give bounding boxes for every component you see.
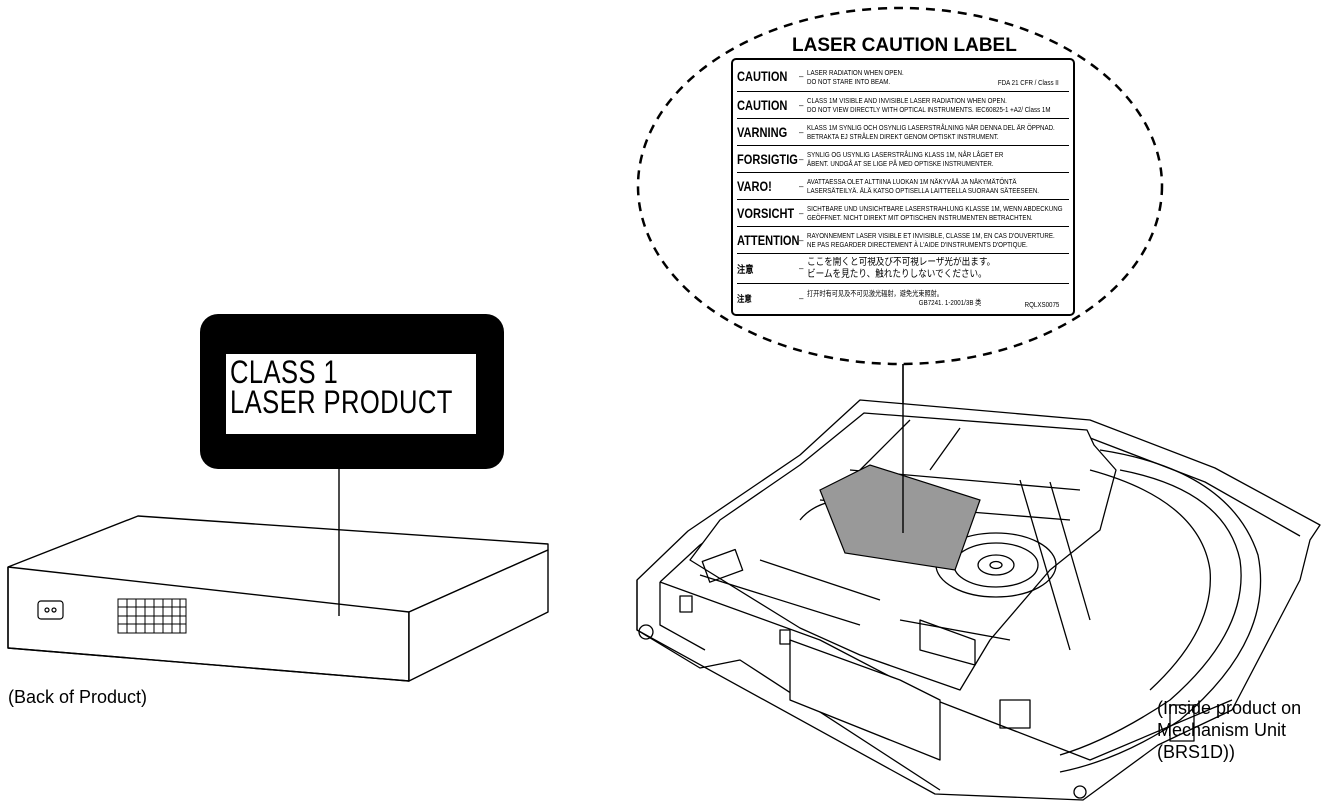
caution-callout-ellipse [636, 6, 1164, 366]
caution-row: VORSICHT– SICHTBARE UND UNSICHTBARE LASE… [737, 200, 1069, 227]
caution-row: 注意– ここを開くと可視及び不可視レーザ光が出ます。ビームを見たり、触れたりしな… [737, 254, 1069, 284]
caution-row-label: CAUTION [737, 69, 788, 84]
caution-row-label: VARNING [737, 124, 788, 140]
caution-row: VARNING– KLASS 1M SYNLIG OCH OSYNLIG LAS… [737, 119, 1069, 146]
caution-row-code: RQLXS0075 [1024, 300, 1059, 309]
class1-laser-label: CLASS 1 LASER PRODUCT [200, 314, 504, 469]
caution-row-text: BETRAKTA EJ STRÅLEN DIREKT GENOM OPTISKT… [807, 132, 999, 141]
caution-row-label: FORSIGTIG [737, 151, 798, 167]
caution-row-text: ここを開くと可視及び不可視レーザ光が出ます。 [807, 256, 996, 268]
class1-label-line2: LASER PRODUCT [230, 384, 453, 420]
product-box [7, 515, 549, 682]
caution-row: FORSIGTIG– SYNLIG OG USYNLIG LASERSTRÅLI… [737, 146, 1069, 173]
inside-caption-line: (Inside product on [1157, 698, 1302, 718]
caution-row-text: ÅBENT. UNDGÅ AT SE LIGE PÅ MED OPTISKE I… [807, 159, 994, 168]
caution-row-text: RAYONNEMENT LASER VISIBLE ET INVISIBLE, … [807, 231, 1055, 240]
connector-icon [37, 600, 64, 620]
caution-row-text: LASERSÄTEILYÄ. ÄLÄ KATSO OPTISELLA LAITT… [807, 186, 1039, 195]
inside-product-caption: (Inside product on Mechanism Unit (BRS1D… [1157, 697, 1301, 763]
inside-caption-line: Mechanism Unit [1157, 720, 1287, 740]
caution-row-text: SICHTBARE UND UNSICHTBARE LASERSTRAHLUNG… [807, 204, 1063, 213]
caution-row-text: SYNLIG OG USYNLIG LASERSTRÅLING KLASS 1M… [807, 150, 1004, 159]
caution-row-label: CAUTION [737, 97, 788, 113]
caution-row-text: GB7241. 1-2001/3B 类 [918, 298, 982, 307]
caution-row-text: DO NOT STARE INTO BEAM. [807, 76, 891, 86]
caution-row-label: 注意 [737, 293, 752, 304]
caution-row-label: VORSICHT [737, 205, 795, 221]
caution-row-text: DO NOT VIEW DIRECTLY WITH OPTICAL INSTRU… [807, 105, 1051, 114]
caution-row-text: AVATTAESSA OLET ALTTIINA LUOKAN 1M NÄKYV… [807, 177, 1017, 186]
caution-row-label: ATTENTION [737, 232, 800, 248]
caution-row-standard: FDA 21 CFR / Class II [998, 78, 1059, 87]
caution-row-label: 注意 [737, 265, 754, 276]
class1-label-panel [226, 354, 476, 434]
caution-row: 注意– 打开时有可见及不可见激光辐射，避免光束照射。GB7241. 1-2001… [737, 289, 1059, 309]
class1-label-line1: CLASS 1 [230, 354, 339, 390]
caution-row: CAUTION– CLASS 1M VISIBLE AND INVISIBLE … [737, 92, 1069, 119]
caution-label-title: LASER CAUTION LABEL [792, 35, 1017, 56]
caution-row: VARO!– AVATTAESSA OLET ALTTIINA LUOKAN 1… [737, 173, 1069, 200]
caution-row-text: CLASS 1M VISIBLE AND INVISIBLE LASER RAD… [807, 96, 1007, 105]
inside-caption-line: (BRS1D)) [1157, 742, 1236, 762]
back-of-product-caption: (Back of Product) [8, 687, 148, 707]
laser-label-location [819, 464, 981, 571]
caution-row-text: KLASS 1M SYNLIG OCH OSYNLIG LASERSTRÅLNI… [807, 123, 1055, 132]
caution-row: ATTENTION– RAYONNEMENT LASER VISIBLE ET … [737, 227, 1069, 254]
vent-grid [117, 598, 187, 634]
caution-row-text: 打开时有可见及不可见激光辐射，避免光束照射。 [807, 289, 944, 298]
caution-row-label: VARO! [737, 178, 772, 194]
caution-label-table: CAUTION– LASER RADIATION WHEN OPEN.DO NO… [731, 58, 1075, 316]
caution-row-text: NE PAS REGARDER DIRECTEMENT À L'AIDE D'I… [807, 240, 1028, 249]
caution-row-text: GEÖFFNET. NICHT DIREKT MIT OPTISCHEN INS… [807, 213, 1033, 222]
caution-row-text: ビームを見たり、触れたりしないでください。 [807, 268, 987, 280]
caution-row: CAUTION– LASER RADIATION WHEN OPEN.DO NO… [737, 62, 1069, 92]
caution-row-text: LASER RADIATION WHEN OPEN. [807, 67, 904, 77]
